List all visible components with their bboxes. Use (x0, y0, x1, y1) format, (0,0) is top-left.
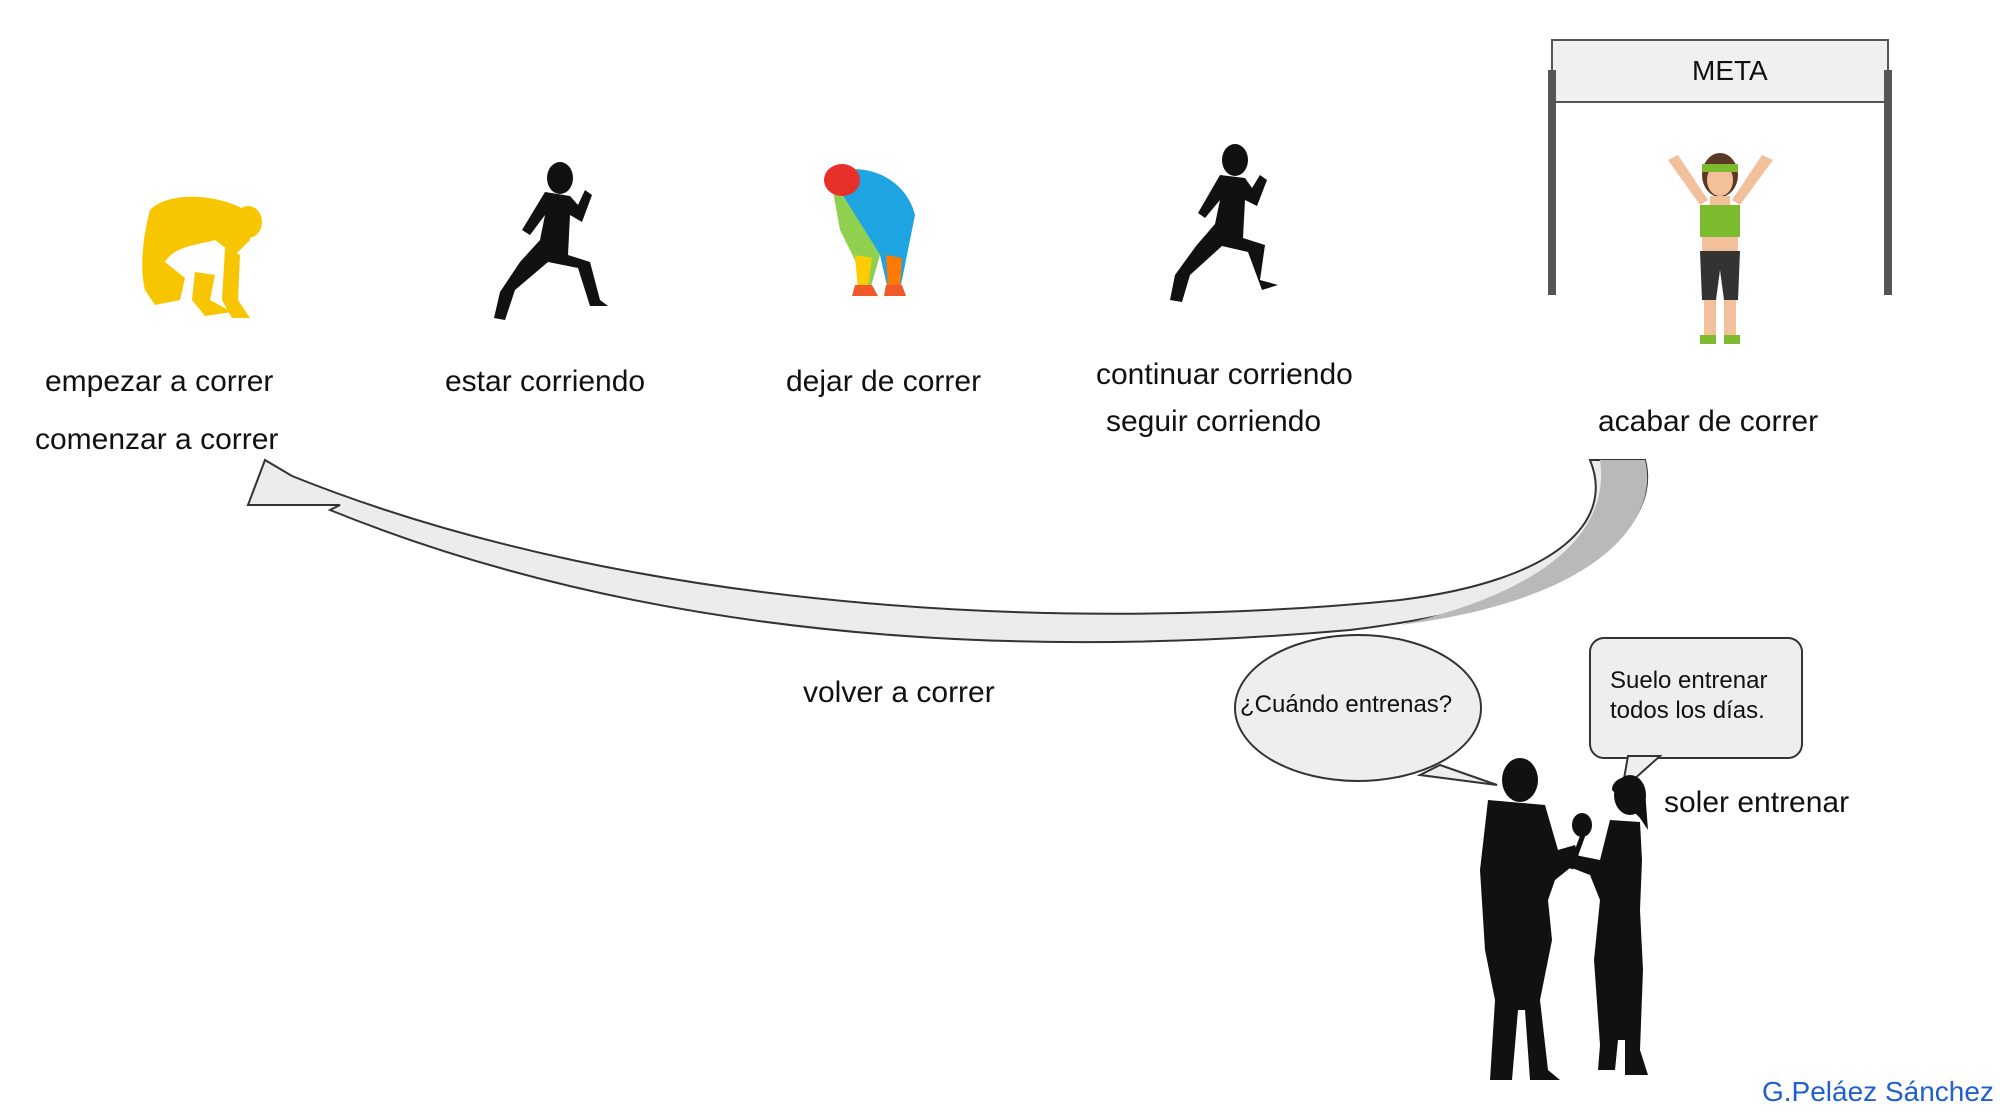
label-comenzar-a-correr: comenzar a correr (35, 423, 279, 456)
label-acabar-de-correr: acabar de correr (1598, 405, 1819, 438)
celebrating-woman-icon (1668, 153, 1773, 344)
answer-bubble (1589, 637, 1803, 793)
finish-banner-text: META (1692, 55, 1768, 86)
label-dejar-de-correr: dejar de correr (786, 365, 982, 398)
author-credit: G.Peláez Sánchez (1762, 1076, 1994, 1107)
finish-line-icon (1548, 39, 1892, 295)
runner-icon (494, 162, 608, 320)
label-soler-entrenar: soler entrenar (1664, 786, 1850, 819)
question-text: ¿Cuándo entrenas? (1240, 691, 1453, 718)
question-bubble (1234, 634, 1498, 786)
crouching-runner-icon (142, 196, 262, 318)
label-estar-corriendo: estar corriendo (445, 365, 646, 398)
return-arrow (246, 458, 1649, 644)
label-empezar-a-correr: empezar a correr (45, 365, 274, 398)
label-seguir-corriendo: seguir corriendo (1106, 405, 1322, 438)
answer-line-2: todos los días. (1610, 697, 1765, 724)
tired-runner-icon (824, 164, 915, 296)
answer-line-1: Suelo entrenar (1610, 667, 1768, 694)
runner-icon (1170, 144, 1278, 302)
interview-icon (1480, 758, 1648, 1080)
label-volver-a-correr: volver a correr (803, 676, 995, 709)
label-continuar-corriendo: continuar corriendo (1096, 358, 1353, 391)
